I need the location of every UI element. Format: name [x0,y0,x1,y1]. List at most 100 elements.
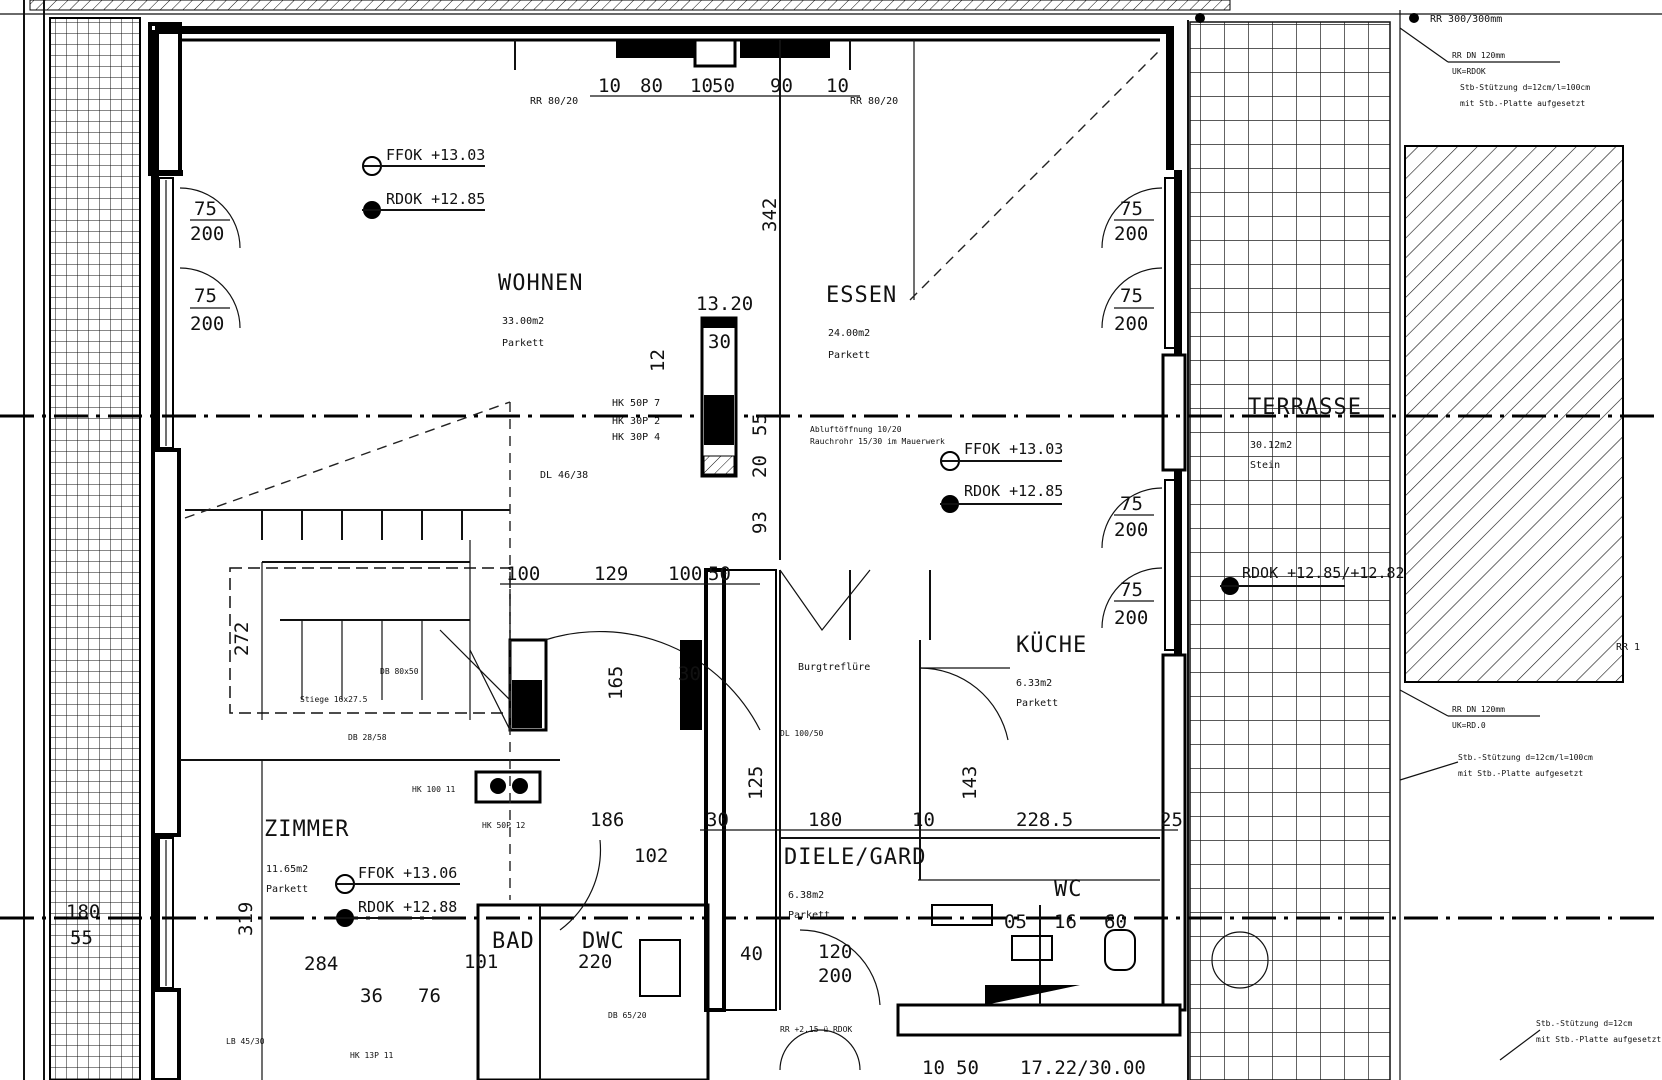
room-kueche-name: KÜCHE [1016,632,1087,658]
room-zimmer-floor: Parkett [266,884,308,895]
svg-text:RR 80/20: RR 80/20 [850,96,898,107]
svg-text:102: 102 [634,845,668,867]
roof-notes: RR DN 120mm UK=RDOK Stb-Stützung d=12cm/… [1195,13,1661,1061]
svg-text:RR DN 120mm: RR DN 120mm [1452,51,1505,60]
svg-text:RR DN 120mm: RR DN 120mm [1452,705,1505,714]
level-side-rr: RR 1 [1616,642,1640,653]
svg-text:180: 180 [808,809,842,831]
svg-text:10: 10 [598,75,621,97]
left-windows [158,177,174,989]
left-paving-grid [49,17,141,1080]
svg-text:220: 220 [578,951,612,973]
svg-text:75: 75 [194,198,217,220]
svg-text:50: 50 [712,75,735,97]
level-zimmer-rdok: RDOK +12.88 [358,898,457,916]
svg-text:100: 100 [506,563,540,585]
bottom-note-3: HK 13P 11 [350,1051,394,1060]
svg-text:75: 75 [1120,493,1143,515]
svg-text:200: 200 [1114,223,1148,245]
svg-text:200: 200 [190,313,224,335]
svg-text:30: 30 [706,809,729,831]
svg-text:mit Stb.-Platte aufgesetzt: mit Stb.-Platte aufgesetzt [1536,1035,1661,1044]
svg-text:12: 12 [647,349,669,372]
room-zimmer-area: 11.65m2 [266,864,308,875]
svg-text:RR 80/20: RR 80/20 [530,96,578,107]
level-terrasse-rdok: RDOK +12.85/+12.82 [1242,564,1405,582]
bottom-level: RR +2.15 ü RDOK [780,1025,852,1034]
svg-text:272: 272 [231,622,253,656]
svg-text:75: 75 [1120,285,1143,307]
level-wohnen-rdok: RDOK +12.85 [386,190,485,208]
svg-text:143: 143 [959,766,981,800]
chimney-dim-b: 30 [708,331,731,353]
room-terrasse-area: 30.12m2 [1250,440,1292,451]
svg-text:125: 125 [745,766,767,800]
svg-text:Stb.-Stützung d=12cm/l=100cm: Stb.-Stützung d=12cm/l=100cm [1458,753,1593,762]
svg-text:20: 20 [749,455,771,478]
bottom-note-1: LB 45/30 [226,1037,265,1046]
svg-text:284: 284 [304,953,338,975]
svg-text:55: 55 [70,927,93,949]
svg-text:25: 25 [1160,809,1183,831]
svg-text:200: 200 [1114,607,1148,629]
level-essen-ffok: FFOK +13.03 [964,440,1063,458]
svg-text:10: 10 [922,1057,945,1079]
room-terrasse-name: TERRASSE [1248,395,1362,420]
svg-text:90: 90 [770,75,793,97]
room-zimmer-name: ZIMMER [264,817,349,842]
room-wohnen-area: 33.00m2 [502,316,544,327]
top-dims: 10 80 10 50 90 10 RR 80/20 RR 80/20 [530,75,898,107]
svg-text:120: 120 [818,941,852,963]
chimney [700,316,738,478]
room-kueche-area: 6.33m2 [1016,678,1052,689]
svg-text:60: 60 [1104,911,1127,933]
svg-text:186: 186 [590,809,624,831]
chimney-note-4: DL 46/38 [540,470,588,481]
svg-text:10: 10 [912,809,935,831]
hk-note-2: HK 50P 12 [482,821,526,830]
svg-text:Stb-Stützung d=12cm/l=100cm: Stb-Stützung d=12cm/l=100cm [1460,83,1590,92]
room-wc-name: WC [1054,877,1083,902]
svg-text:129: 129 [594,563,628,585]
room-diele-area: 6.38m2 [788,890,824,901]
room-flur-name: Burgtreflüre [798,662,870,673]
room-bad-name: BAD [492,929,535,954]
stair-dn-note: DB 28/58 [348,733,387,742]
room-essen-area: 24.00m2 [828,328,870,339]
roof-hatch-area [1404,145,1624,683]
svg-text:200: 200 [190,223,224,245]
svg-text:75: 75 [194,285,217,307]
bottom-note-2: DB 65/20 [608,1011,647,1020]
svg-text:76: 76 [418,985,441,1007]
svg-text:mit Stb.-Platte aufgesetzt: mit Stb.-Platte aufgesetzt [1460,99,1585,108]
vent-note: Abluftöffnung 10/20 [810,425,902,434]
hk-note: HK 100 11 [412,785,456,794]
level-essen-rdok: RDOK +12.85 [964,482,1063,500]
svg-text:228.5: 228.5 [1016,809,1073,831]
horizontal-dims: 100 129 100 50 30 30 180 10 228.5 25 186… [66,563,1183,1079]
svg-text:200: 200 [818,965,852,987]
level-zimmer-ffok: FFOK +13.06 [358,864,457,882]
svg-text:342: 342 [759,198,781,232]
svg-text:80: 80 [640,75,663,97]
svg-text:200: 200 [1114,519,1148,541]
svg-text:165: 165 [605,666,627,700]
svg-text:16: 16 [1054,911,1077,933]
svg-text:mit Stb.-Platte aufgesetzt: mit Stb.-Platte aufgesetzt [1458,769,1583,778]
interior-walls [180,40,1182,1080]
svg-text:10: 10 [826,75,849,97]
room-kueche-floor: Parkett [1016,698,1058,709]
svg-text:75: 75 [1120,198,1143,220]
level-top-rr: RR 300/300mm [1430,14,1502,25]
svg-text:200: 200 [1114,313,1148,335]
svg-text:10: 10 [690,75,713,97]
level-wohnen-ffok: FFOK +13.03 [386,146,485,164]
staircase [185,509,548,804]
stair-dn2-note: DB 80x50 [380,667,419,676]
svg-text:30: 30 [678,663,701,685]
svg-text:319: 319 [235,902,257,936]
svg-text:93: 93 [749,511,771,534]
svg-text:50: 50 [956,1057,979,1079]
room-dwc-name: DWC [582,929,625,954]
